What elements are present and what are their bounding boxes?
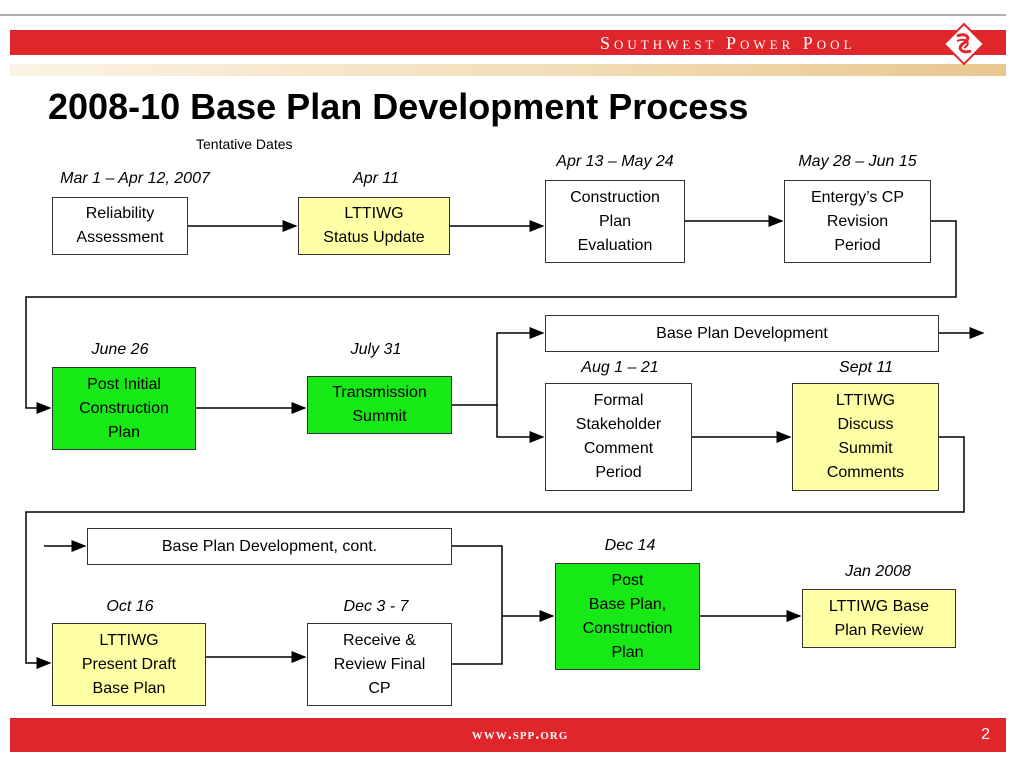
date-status-update: Apr 11	[353, 170, 399, 187]
footer-url: www.spp.org	[471, 726, 569, 743]
connector-merge	[452, 545, 503, 665]
date-discuss-comments: Sept 11	[839, 359, 893, 376]
tentative-dates-note: Tentative Dates	[196, 136, 293, 152]
box-lttiwg-present-draft: LTTIWG Present Draft Base Plan	[52, 623, 206, 706]
page-number: 2	[981, 726, 990, 743]
brand-name: Southwest Power Pool	[600, 33, 856, 53]
date-present-draft: Oct 16	[106, 598, 154, 615]
box-receive-review-final-cp: Receive & Review Final CP	[307, 623, 452, 706]
box-lttiwg-status-update: LTTIWG Status Update	[298, 197, 450, 255]
box-reliability-assessment: Reliability Assessment	[52, 197, 188, 255]
box-construction-plan-evaluation: Construction Plan Evaluation	[545, 180, 685, 263]
box-lttiwg-base-plan-review: LTTIWG Base Plan Review	[802, 589, 956, 648]
box-lttiwg-discuss-summit: LTTIWG Discuss Summit Comments	[792, 383, 939, 491]
box-post-base-plan: Post Base Plan, Construction Plan	[555, 563, 700, 670]
box-post-initial-construction-plan: Post Initial Construction Plan	[52, 367, 196, 450]
date-receive-review: Dec 3 - 7	[343, 598, 409, 615]
header-top-rule	[0, 14, 1006, 16]
arrow-summit-to-comment	[496, 405, 545, 443]
date-base-plan-review: Jan 2008	[845, 563, 911, 580]
slide-title: 2008-10 Base Plan Development Process	[48, 86, 749, 127]
banner-base-plan-development-cont: Base Plan Development, cont.	[87, 528, 452, 565]
date-evaluation: Apr 13 – May 24	[556, 153, 674, 170]
box-transmission-summit: Transmission Summit	[307, 376, 452, 434]
header-gradient-bar	[10, 64, 1006, 76]
banner-base-plan-development: Base Plan Development	[545, 315, 939, 352]
date-comment-period: Aug 1 – 21	[581, 359, 659, 376]
box-entergy-cp-revision: Entergy’s CP Revision Period	[784, 180, 931, 263]
footer-bar	[10, 718, 1006, 752]
header-red-bar	[10, 30, 1006, 55]
arrow-revision-to-post-initial	[25, 220, 957, 414]
date-post-initial: June 26	[91, 341, 149, 358]
date-revision: May 28 – Jun 15	[798, 153, 917, 170]
arrow-summit-to-banner	[452, 327, 545, 406]
spp-logo-icon	[942, 22, 986, 66]
date-post-base-plan: Dec 14	[604, 537, 656, 554]
date-summit: July 31	[350, 341, 402, 358]
date-reliability: Mar 1 – Apr 12, 2007	[60, 170, 210, 187]
box-formal-stakeholder-comment: Formal Stakeholder Comment Period	[545, 383, 692, 491]
arrow-discuss-to-present	[25, 436, 965, 669]
